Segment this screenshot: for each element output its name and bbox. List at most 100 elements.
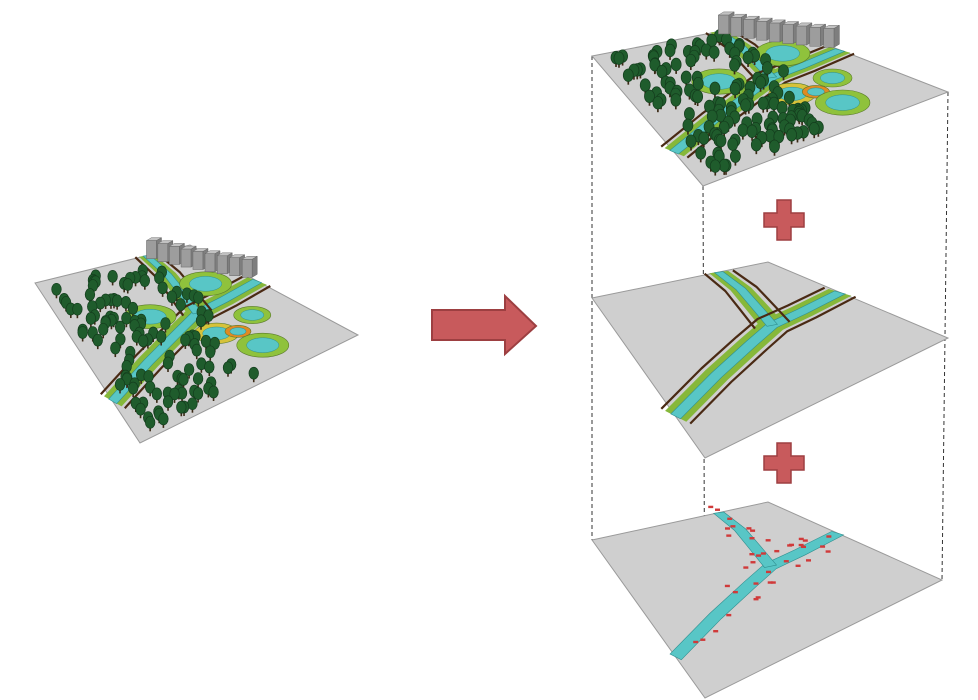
building-block <box>730 17 742 37</box>
poi-marker <box>743 566 749 569</box>
tree-trunk <box>96 344 99 350</box>
tree-trunk <box>212 395 215 401</box>
tree-trunk <box>195 354 198 360</box>
green-buffer <box>665 289 852 422</box>
tree-icon <box>670 57 682 72</box>
tree-trunk <box>689 64 692 70</box>
tree-trunk <box>733 121 736 127</box>
tree-trunk <box>81 336 84 342</box>
tree-trunk <box>162 422 165 428</box>
building-block <box>157 243 169 262</box>
tree-trunk <box>644 89 647 95</box>
tree-trunk <box>110 303 112 309</box>
tree-icon <box>750 138 762 152</box>
tree-trunk <box>688 94 691 100</box>
tree-icon <box>769 139 780 153</box>
poi-marker <box>724 584 730 588</box>
tree-icon <box>622 68 634 82</box>
tree-trunk <box>769 139 771 146</box>
poi-marker <box>787 544 793 547</box>
tree-trunk <box>181 397 183 403</box>
tree-trunk <box>690 145 692 151</box>
tree-icon <box>729 58 740 72</box>
road-line <box>703 272 756 330</box>
tree-trunk <box>180 411 183 417</box>
tree-trunk <box>123 287 125 293</box>
tree-trunk <box>760 141 763 148</box>
tree-icon <box>698 131 710 145</box>
building-block <box>743 19 755 39</box>
tree-trunk <box>708 130 710 137</box>
plus-icon <box>763 442 805 484</box>
tree-trunk <box>184 343 187 349</box>
building-block <box>204 253 216 272</box>
plus-icon <box>763 199 805 241</box>
tree-icon <box>222 361 234 375</box>
tree-icon <box>51 282 62 296</box>
tree-trunk <box>813 132 816 139</box>
tree-trunk <box>113 303 115 309</box>
arrow-shape <box>431 293 538 357</box>
tree-icon <box>718 158 730 173</box>
tree-icon <box>757 96 769 110</box>
layer-bottom-water-points <box>591 501 944 699</box>
building-block <box>809 27 821 47</box>
tree-trunk <box>173 397 176 403</box>
tree-icon <box>151 387 162 401</box>
building-block <box>718 14 730 35</box>
tree-icon <box>727 137 739 151</box>
tree-icon <box>715 133 727 148</box>
poi-marker <box>795 564 801 567</box>
pond-water <box>229 327 247 336</box>
building-block <box>180 248 192 268</box>
poi-marker <box>774 549 780 553</box>
tree-icon <box>692 89 704 104</box>
tree-icon <box>175 298 186 311</box>
tree-trunk <box>734 160 737 166</box>
tree-icon <box>135 402 146 416</box>
tree-trunk <box>766 106 769 113</box>
tree-icon <box>786 128 797 142</box>
river-main <box>670 290 847 420</box>
tree-icon <box>183 363 195 376</box>
tree-trunk <box>102 333 105 339</box>
tree-trunk <box>191 407 194 413</box>
building-side <box>251 255 258 278</box>
building-block <box>146 240 157 259</box>
tree-trunk <box>618 62 620 68</box>
tree-trunk <box>714 92 716 98</box>
tree-icon <box>746 124 758 138</box>
poi-marker <box>727 517 733 520</box>
poi-marker <box>755 596 761 599</box>
tree-trunk <box>70 313 72 319</box>
tree-icon <box>192 372 204 385</box>
tree-trunk <box>747 108 750 114</box>
layer-middle-roads <box>591 261 950 459</box>
tree-trunk <box>755 148 758 155</box>
tree-icon <box>695 146 707 160</box>
river-main <box>669 531 845 661</box>
tree-icon <box>709 159 721 173</box>
tree-trunk <box>134 281 137 287</box>
road-line <box>689 295 857 425</box>
tree-icon <box>160 317 171 330</box>
pond-water <box>240 309 265 321</box>
poi-marker <box>730 525 736 528</box>
tree-trunk <box>685 81 688 87</box>
tree-trunk <box>132 312 134 318</box>
layer-plane <box>591 501 944 699</box>
poi-marker <box>713 630 719 633</box>
tree-icon <box>193 291 204 304</box>
tree-trunk <box>205 345 207 351</box>
tree-icon <box>191 343 202 357</box>
tree-trunk <box>171 300 173 306</box>
tree-trunk <box>167 405 169 411</box>
tree-trunk <box>734 92 736 99</box>
poi-marker <box>800 545 806 549</box>
tree-trunk <box>639 73 642 79</box>
poi-marker <box>700 638 706 641</box>
poi-marker <box>746 527 752 530</box>
tree-trunk <box>156 397 158 403</box>
tree-trunk <box>648 100 651 106</box>
tree-icon <box>195 314 207 328</box>
